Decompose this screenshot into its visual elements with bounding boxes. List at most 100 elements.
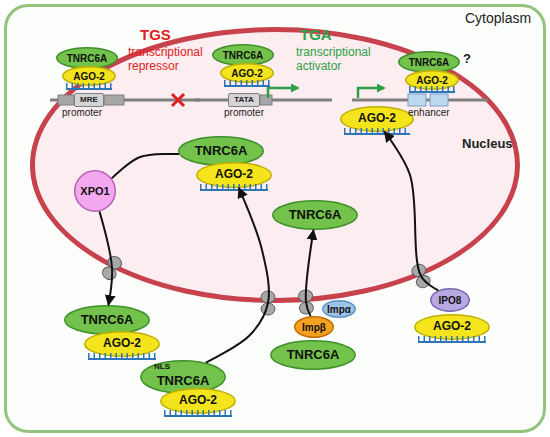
- protein-name: AGO-2: [231, 68, 263, 79]
- node-shape: [33, 30, 518, 301]
- tnrc6a-protein: NLS TNRC6A: [140, 360, 226, 394]
- rna-bases: [344, 128, 410, 134]
- dna-strand: [50, 99, 74, 102]
- transcription-arrow: [358, 88, 384, 98]
- protein-name: Impα: [327, 304, 351, 315]
- node-shape: [271, 341, 356, 370]
- rna-bases: [66, 83, 112, 89]
- node-shape: [141, 361, 226, 394]
- node-shape: [295, 317, 334, 338]
- transport-arrow: [306, 230, 314, 316]
- transport-arrow: [112, 154, 179, 178]
- dna-strand: [260, 99, 332, 102]
- node-shape: [161, 389, 236, 414]
- compartment-name: Cytoplasm: [465, 11, 531, 26]
- node-shape: [63, 67, 116, 86]
- cross-stroke: [172, 94, 184, 106]
- protein-name: AGO-2: [73, 71, 105, 82]
- importin-beta: Impβ: [294, 316, 334, 338]
- dna-region-name: promoter: [224, 107, 264, 119]
- protein-name: TNRC6A: [67, 53, 108, 64]
- rna-strand: [66, 88, 112, 90]
- nuclear-pore: [100, 254, 123, 282]
- dna-strand: [195, 99, 228, 102]
- rna-strand: [344, 133, 410, 135]
- node-shape: [221, 64, 274, 83]
- ipo8-importin: IPO8: [430, 288, 470, 312]
- ago2-protein: AGO-2: [196, 162, 272, 188]
- xpo1-exportin: XPO1: [74, 170, 116, 212]
- node-shape: [57, 48, 118, 69]
- dna-strands: [50, 99, 488, 102]
- protein-name: AGO-2: [433, 320, 471, 333]
- rna-strand: [164, 415, 232, 417]
- rna-strand: [200, 189, 268, 191]
- tnrc6a-protein: TNRC6A: [64, 305, 150, 335]
- rna-bases: [418, 336, 486, 342]
- node-shape: [406, 71, 459, 90]
- node-shape: [431, 289, 470, 312]
- node-shape: [75, 171, 116, 212]
- node-shape: [273, 201, 358, 230]
- dna-strand: [352, 99, 488, 102]
- protein-name: TNRC6A: [289, 208, 342, 222]
- dna-region-name: promoter: [62, 107, 102, 119]
- node-shape: [65, 306, 150, 335]
- protein-name: NLS: [154, 363, 170, 372]
- protein-name: TNRC6A: [287, 348, 340, 362]
- transport-arrow: [100, 212, 113, 306]
- ago2-protein: AGO-2: [220, 63, 274, 83]
- function-note: transcriptional repressor: [128, 46, 218, 74]
- rna-strand: [409, 91, 455, 93]
- element-name: TATA: [234, 96, 254, 105]
- ago2-protein: AGO-2: [62, 66, 116, 86]
- pore-ring: [410, 262, 427, 278]
- node-shape: [85, 332, 160, 357]
- pore-ring: [299, 302, 314, 315]
- protein-name: TNRC6A: [409, 57, 450, 68]
- node-shape: [213, 45, 274, 66]
- silencing-heading: TGS: [140, 26, 171, 43]
- protein-name: TNRC6A: [223, 50, 264, 61]
- pore-ring: [100, 265, 118, 282]
- protein-name: AGO-2: [358, 112, 396, 125]
- pore-ring: [298, 290, 313, 303]
- dna-element-box: MRE: [74, 93, 104, 107]
- node-shape: [197, 163, 272, 188]
- pore-ring: [106, 254, 124, 271]
- node-shape: [341, 107, 414, 132]
- ago2-protein: AGO-2: [84, 331, 160, 357]
- tnrc6a-protein: TNRC6A: [270, 340, 356, 370]
- rna-bases: [164, 410, 232, 416]
- rna-bases: [409, 86, 455, 92]
- function-note: transcriptional activator: [296, 46, 388, 74]
- promoter-regions: [58, 95, 272, 105]
- repression-cross: [172, 94, 184, 106]
- pore-ring: [415, 273, 432, 289]
- pore-ring: [261, 303, 275, 315]
- tnrc6a-protein: TNRC6A: [56, 47, 118, 69]
- protein-name: IPO8: [439, 295, 462, 306]
- cytoplasm-region: CytoplasmNucleusTNRC6AAGO-2TNRC6AAGO-2TN…: [4, 4, 546, 433]
- rna-bases: [200, 184, 268, 190]
- protein-name: TNRC6A: [81, 313, 134, 327]
- ago2-protein: AGO-2: [405, 70, 459, 90]
- tnrc6a-protein: TNRC6A: [272, 200, 358, 230]
- promoter-region: [260, 95, 272, 105]
- promoter-region: [58, 95, 74, 105]
- tnrc6a-protein: TNRC6A: [398, 51, 460, 73]
- transport-arrow: [385, 132, 439, 291]
- importin-alpha: Impα: [322, 300, 356, 318]
- dna-region-name: enhancer: [408, 107, 450, 119]
- node-shape: [415, 315, 490, 340]
- enhancer-regions: [408, 94, 448, 106]
- protein-name: TNRC6A: [157, 374, 210, 388]
- enhancer-region: [408, 94, 426, 106]
- node-shape: [399, 52, 460, 73]
- transcription-arrow: [268, 88, 298, 98]
- node-shape: [323, 301, 356, 318]
- rna-bases: [224, 80, 270, 86]
